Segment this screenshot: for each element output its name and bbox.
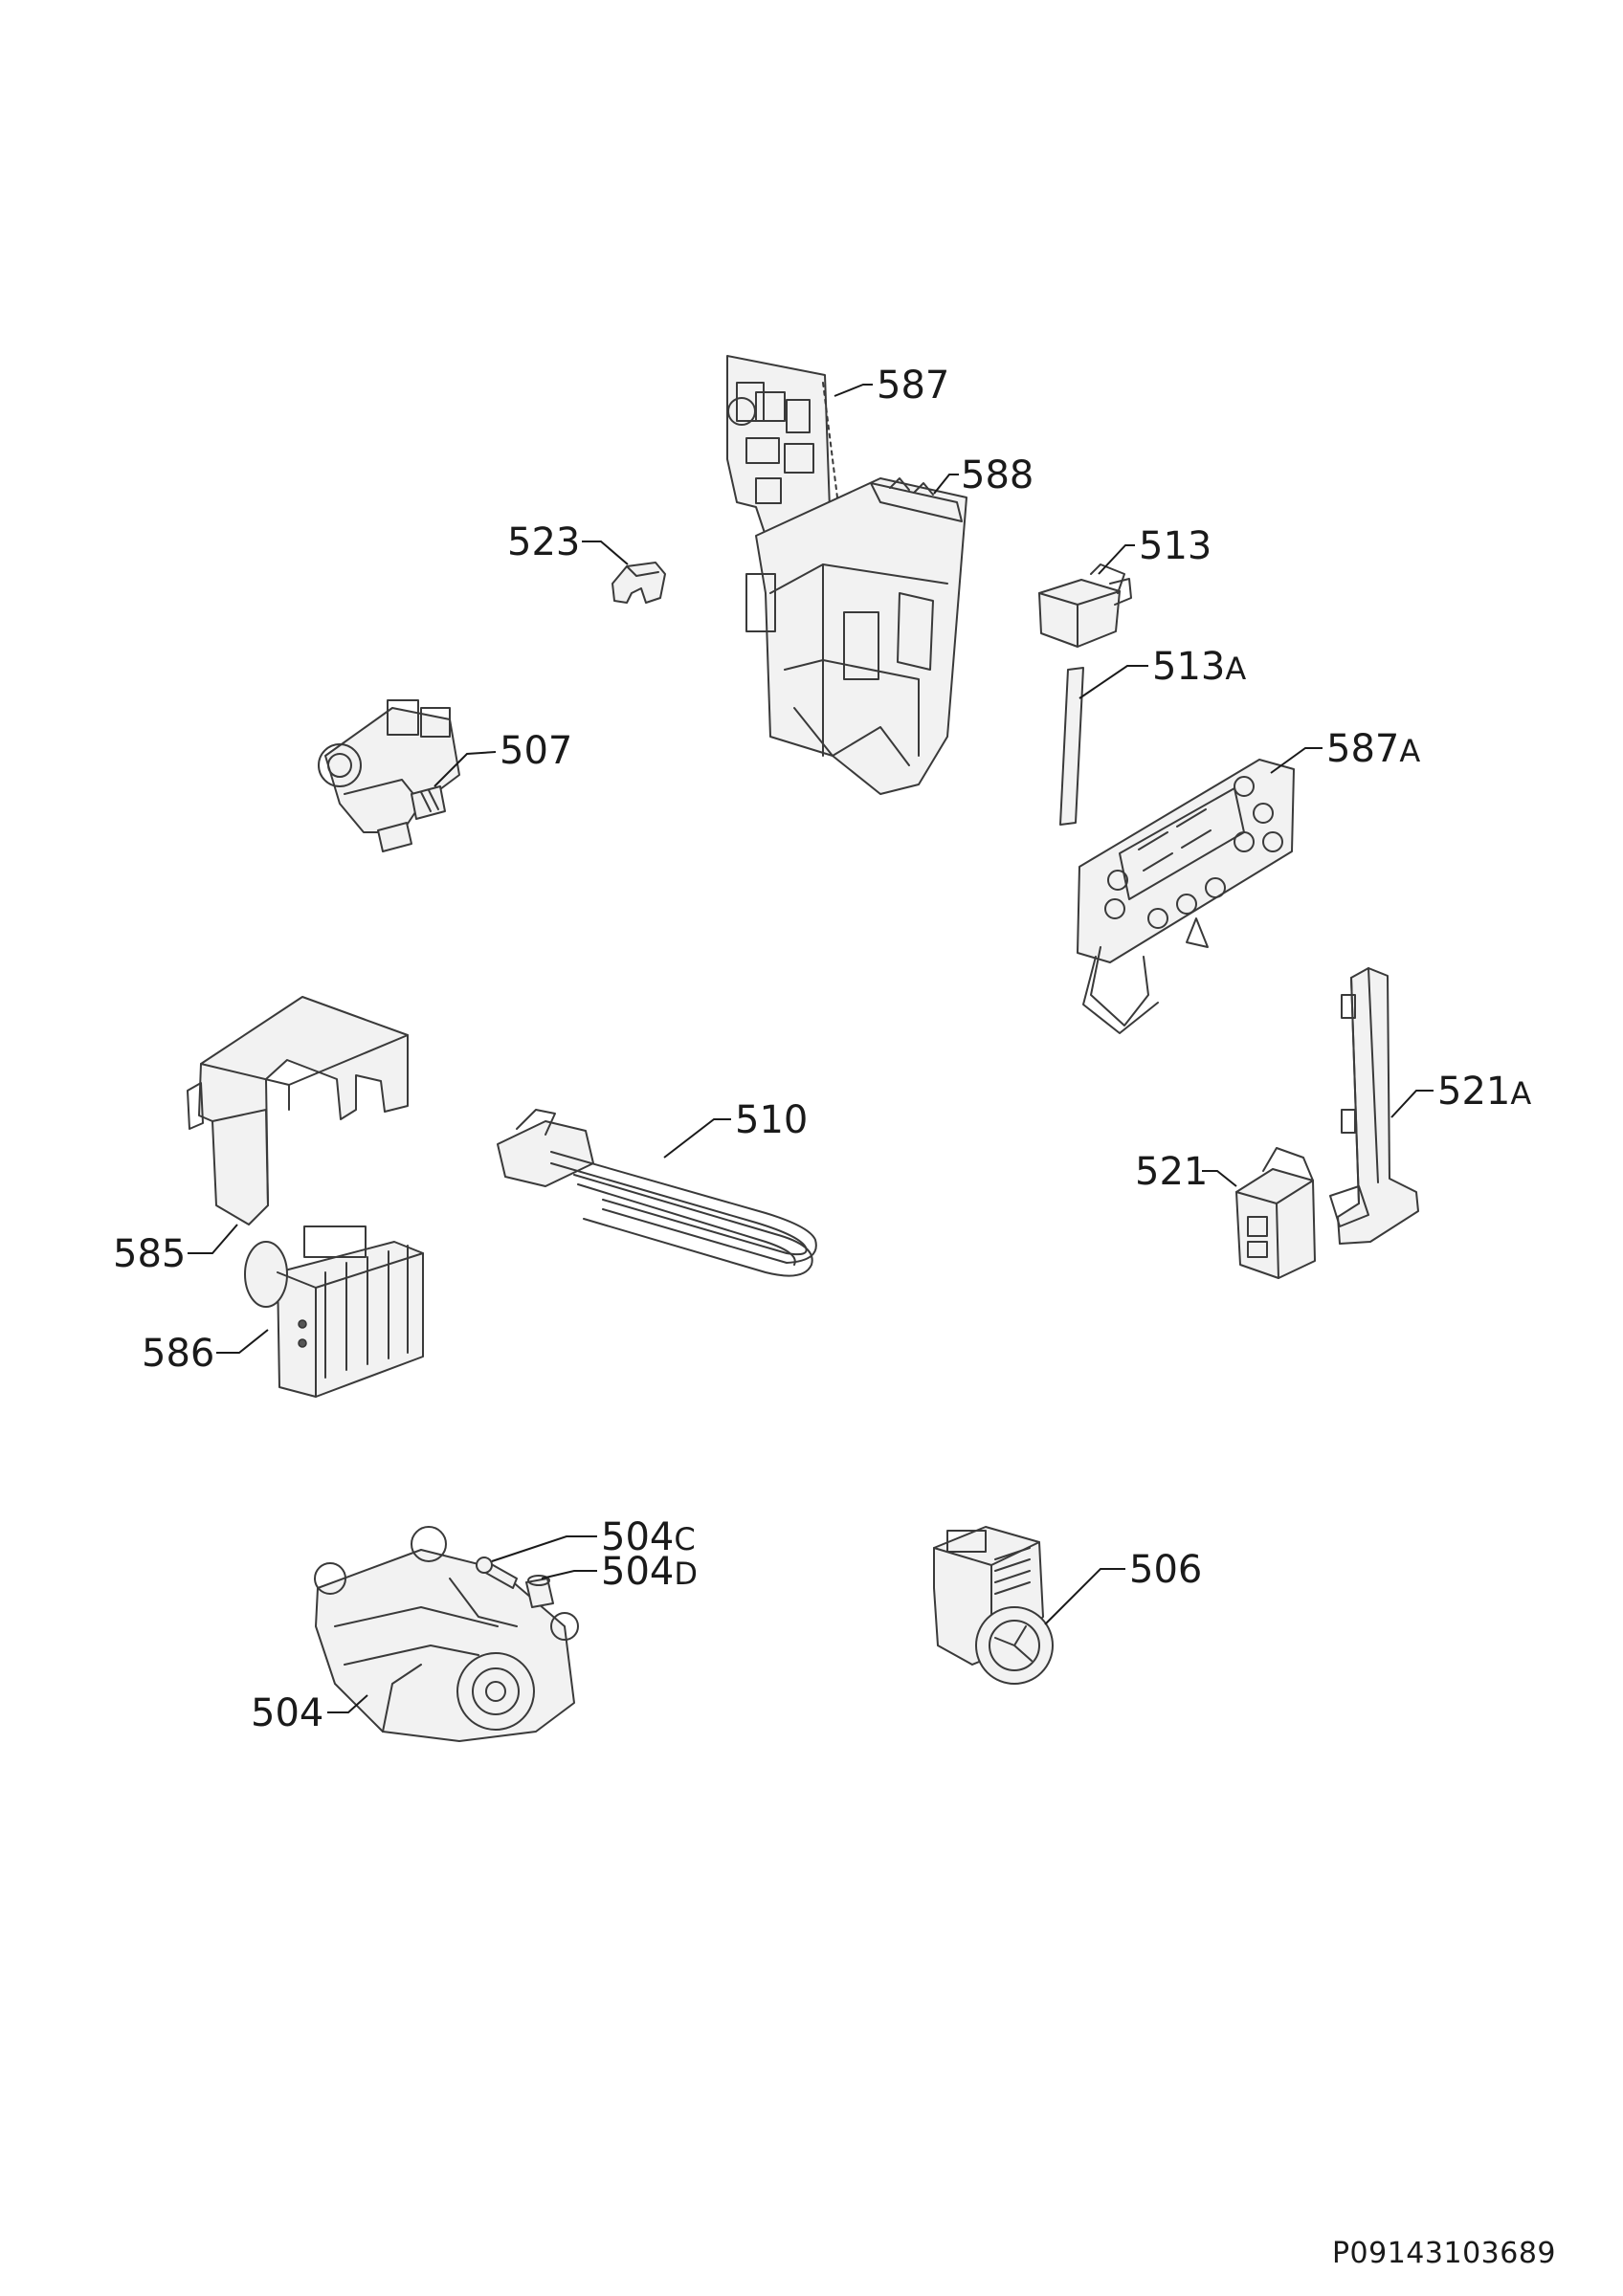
label-513a: 513A [1152,645,1246,689]
leader-506 [1044,1568,1125,1625]
label-504d: 504D [601,1550,698,1594]
part-521-interlock [1235,1147,1316,1279]
part-513a-rod [1059,667,1084,826]
leader-585 [188,1224,238,1254]
part-521a-bracket [1329,967,1419,1245]
leader-513a [1078,665,1148,699]
document-code: P09143103689 [1331,2237,1556,2270]
part-504c-screw [476,1556,518,1589]
label-504c: 504C [601,1515,696,1559]
part-585-cover [187,996,409,1225]
leader-507 [434,751,497,787]
leader-504c [491,1535,597,1562]
label-585: 585 [113,1232,186,1276]
leader-521 [1202,1170,1237,1187]
leader-510 [663,1118,731,1159]
label-504: 504 [251,1691,323,1735]
part-513-sensor [1038,563,1132,648]
label-513: 513 [1139,524,1212,568]
label-587: 587 [877,364,949,408]
leader-587a [1270,747,1323,774]
leader-504d [541,1570,597,1579]
label-506: 506 [1129,1548,1202,1592]
label-521: 521 [1135,1150,1208,1194]
leader-587 [834,384,873,397]
part-587a-display-board [1077,759,1295,1034]
label-587a: 587A [1326,727,1420,771]
label-588: 588 [961,453,1034,497]
leader-588 [933,474,959,495]
part-588-board-holder [745,477,967,795]
leader-521a [1390,1090,1434,1118]
leader-523 [582,541,629,565]
label-523: 523 [507,520,580,564]
label-521a: 521A [1437,1070,1531,1114]
part-510-heating-element [497,1109,817,1277]
label-510: 510 [735,1098,808,1142]
part-507-inlet-valve [318,699,460,852]
leader-513 [1098,544,1135,575]
part-506-drain-pump [933,1526,1054,1685]
part-504d-bushing [525,1575,554,1608]
part-523-clip [611,562,666,604]
label-586: 586 [142,1332,214,1376]
leader-504 [327,1694,368,1713]
leader-586 [216,1329,269,1354]
label-507: 507 [500,729,572,773]
part-586-module [244,1225,424,1398]
part-504-motor [314,1526,579,1742]
